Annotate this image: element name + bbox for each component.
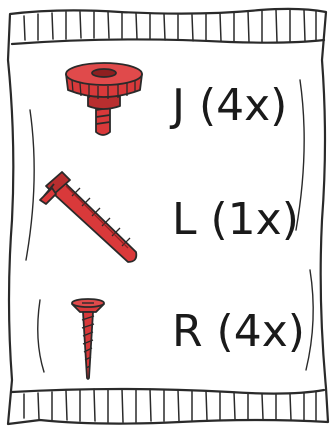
cap-screw-icon — [66, 63, 142, 135]
wood-screw-icon — [72, 299, 104, 379]
part-r-label: R (4x) — [172, 310, 305, 354]
part-j-label: J (4x) — [172, 84, 287, 128]
part-l-label: L (1x) — [172, 198, 299, 242]
wall-plug-icon — [40, 172, 136, 262]
top-seal-ridges — [24, 10, 316, 42]
